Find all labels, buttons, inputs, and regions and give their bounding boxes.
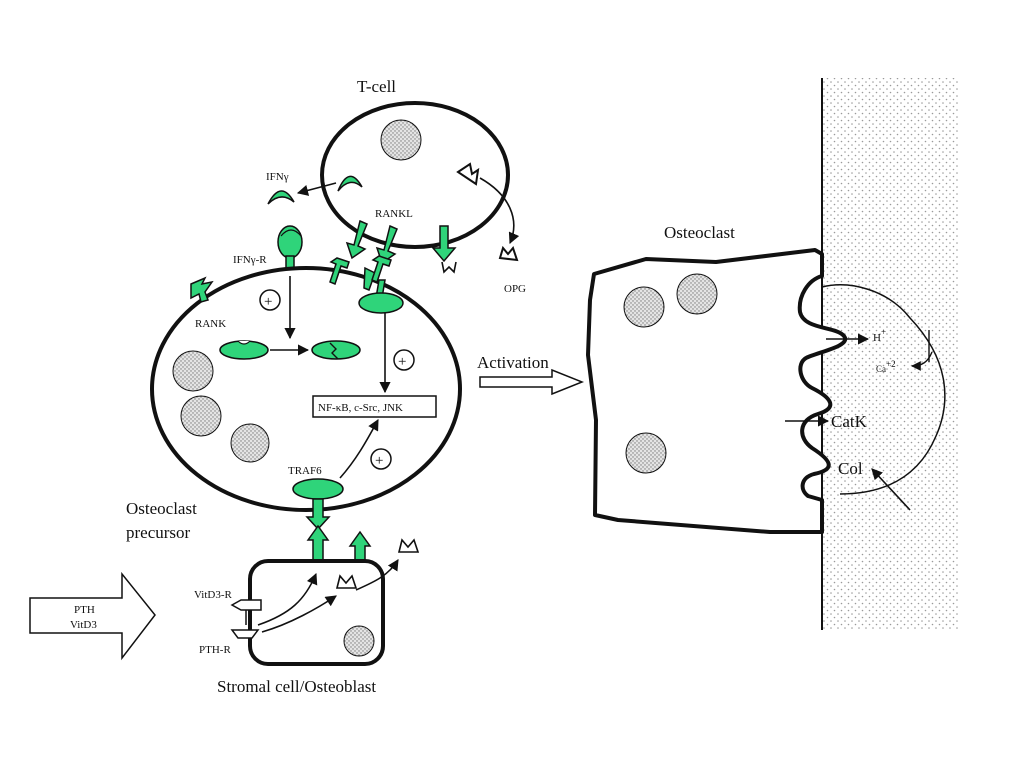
rankl-ligands xyxy=(345,219,457,265)
h-plus-label: H+ xyxy=(873,327,886,344)
traf6-label: TRAF6 xyxy=(288,465,322,477)
nfkb-label: NF-κB, c-Src, JNK xyxy=(318,402,403,414)
receptor-rankl-arrow xyxy=(257,572,318,626)
stromal-rankl xyxy=(305,498,372,567)
activation-label: Activation xyxy=(477,353,549,372)
ca-label: Ca+2 xyxy=(876,359,896,374)
plus-sign: + xyxy=(375,453,383,469)
osteoclast-label: Osteoclast xyxy=(664,223,735,242)
catk-label: CatK xyxy=(831,412,868,431)
ca-release-arrow xyxy=(911,351,933,371)
ifn-gamma-molecules xyxy=(267,175,363,205)
pth-label: PTH xyxy=(74,604,95,616)
resorption-lacuna xyxy=(821,284,946,495)
col-label: Col xyxy=(838,459,863,478)
precursor-label-1: Osteoclast xyxy=(126,499,197,518)
plus-sign: + xyxy=(264,294,272,310)
vitd3-label: VitD3 xyxy=(70,619,97,631)
opg-label: OPG xyxy=(504,283,526,295)
ifn-gamma-label: IFNγ xyxy=(266,171,289,183)
ifn-gamma-receptor xyxy=(277,225,303,277)
stromal-nucleus xyxy=(343,625,375,657)
osteoclast-nucleus xyxy=(623,286,665,328)
t-cell-label: T-cell xyxy=(357,77,396,96)
stromal-opg xyxy=(335,574,358,589)
stromal-cell-label: Stromal cell/Osteoblast xyxy=(217,677,376,696)
opg-secretion-arrow xyxy=(355,559,399,591)
traf6-signal-arrow xyxy=(339,419,379,479)
bone-surface xyxy=(821,78,959,630)
opg-release-arrow xyxy=(479,177,520,245)
collagen-arrow xyxy=(871,468,911,511)
vitd3-r-label: VitD3-R xyxy=(194,589,233,601)
ifn-gamma-arrow xyxy=(296,182,337,196)
vitd3-receptor xyxy=(230,599,262,639)
receptor-opg-arrow xyxy=(261,595,337,633)
stromal-opg-secreted xyxy=(397,538,420,553)
precursor-nucleus xyxy=(172,350,214,392)
t-cell: T-cell xyxy=(320,77,510,249)
osteoclast-nucleus xyxy=(676,273,718,315)
rank-complex xyxy=(358,292,404,314)
pth-r-label: PTH-R xyxy=(199,644,231,656)
osteoclast-nucleus xyxy=(625,432,667,474)
t-cell-nucleus xyxy=(380,119,422,161)
rank-receptors xyxy=(190,255,392,303)
opg-molecules xyxy=(456,162,519,262)
precursor-label-2: precursor xyxy=(126,523,191,542)
precursor-nucleus xyxy=(180,395,222,437)
nfkb-box xyxy=(312,395,437,418)
traf6-complex xyxy=(292,478,344,500)
precursor-nucleus xyxy=(230,423,270,463)
activation-block-arrow xyxy=(479,368,585,396)
traf-degradation xyxy=(219,340,361,360)
ifn-gamma-r-label: IFNγ-R xyxy=(233,254,267,266)
plus-sign: + xyxy=(398,354,406,370)
pth-vitd3-block-arrow xyxy=(29,571,156,661)
rankl-label: RANKL xyxy=(375,208,413,220)
rank-label: RANK xyxy=(195,318,226,330)
opg-on-rankl xyxy=(441,261,457,274)
